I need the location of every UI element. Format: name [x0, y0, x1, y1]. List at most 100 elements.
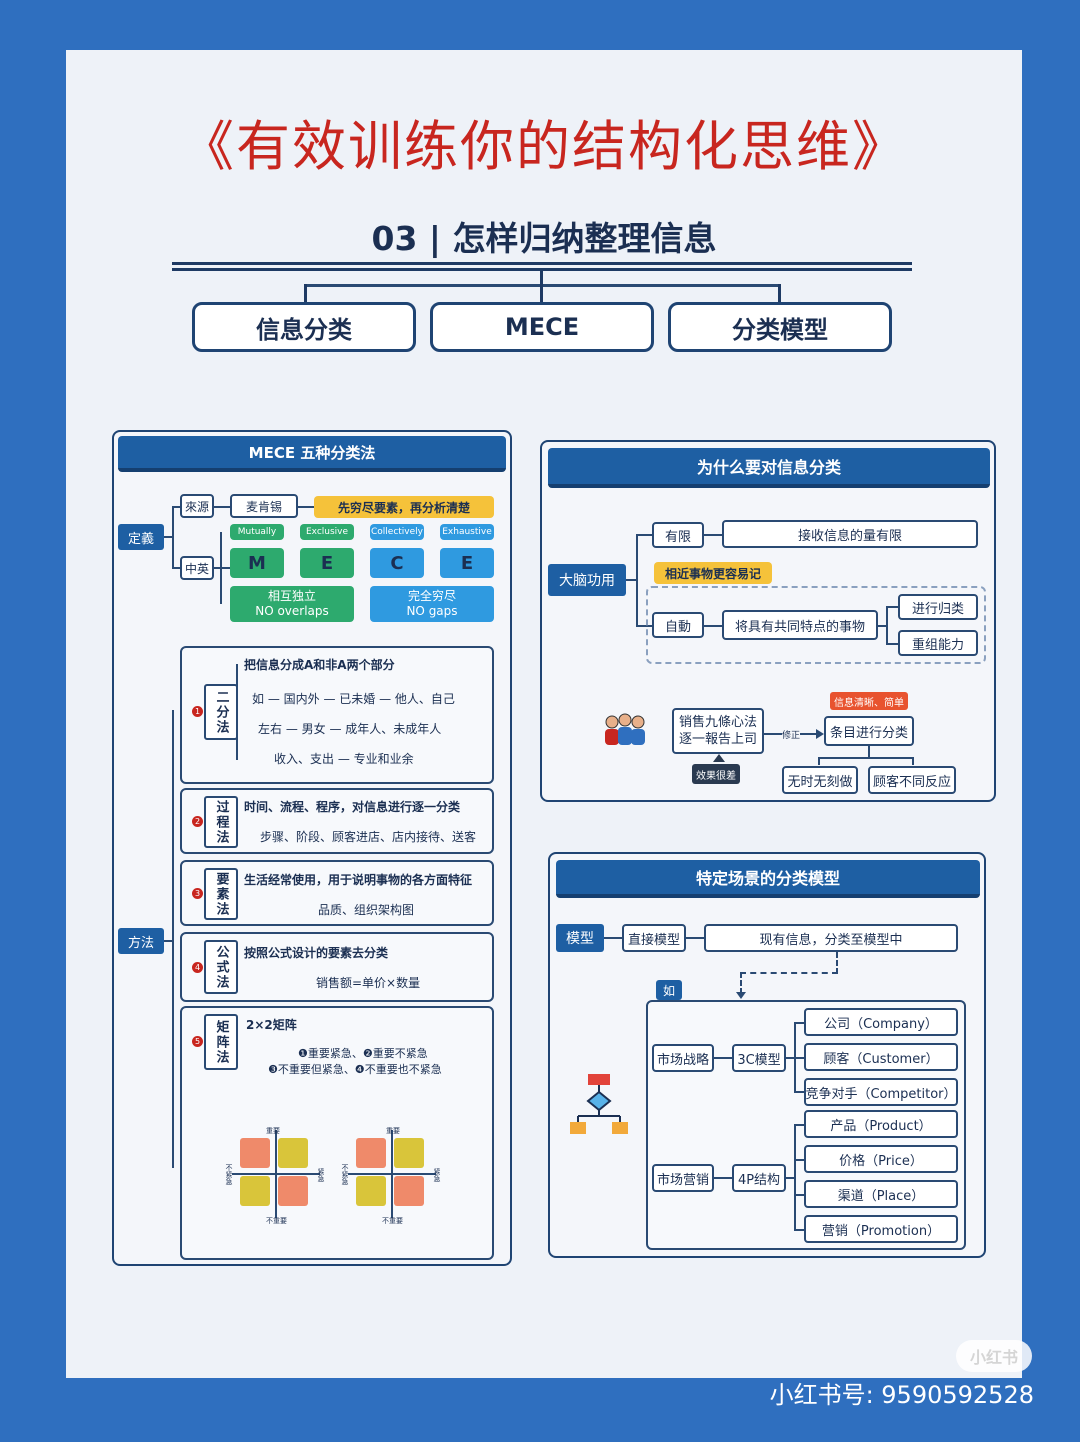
bad-result-1: 无时无刻做 — [782, 766, 858, 794]
bad-result-2: 顾客不同反应 — [868, 766, 956, 794]
method-3-number: 3 — [192, 888, 203, 899]
collectively-exhaustive-box: 完全穷尽 NO gaps — [370, 586, 494, 622]
limited-value: 接收信息的量有限 — [722, 520, 978, 548]
connector-trunk — [540, 270, 543, 286]
matrix-1-haxis — [232, 1173, 320, 1175]
effect-arrow-icon — [713, 754, 725, 762]
model-3c-label: 3C模型 — [732, 1044, 786, 1072]
brand-logo: 小红书 — [956, 1340, 1032, 1372]
method-1-example-1: 如 — 国内外 — 已未婚 — 他人、自己 — [252, 692, 455, 706]
word-collectively: Collectively — [370, 524, 424, 540]
connector — [636, 625, 652, 627]
connector — [604, 937, 622, 939]
connector-left — [304, 284, 307, 302]
connector — [794, 1022, 804, 1024]
method-1-number: 1 — [192, 706, 203, 717]
method-1-name-text: 二分法 — [213, 689, 229, 735]
word-exhaustive: Exhaustive — [440, 524, 494, 540]
effect-tag: 效果很差 — [692, 764, 740, 784]
method-2-name-text: 过程法 — [213, 799, 229, 845]
source-value: 麦肯锡 — [230, 494, 298, 518]
connector — [214, 567, 230, 569]
mutually-text: 相互独立 — [267, 589, 316, 603]
method-5-name: 矩阵法 — [204, 1014, 238, 1070]
case-box: 销售九條心法 逐一報告上司 — [672, 708, 764, 754]
item-classify-box: 条目进行分类 — [824, 716, 914, 746]
connector — [818, 757, 914, 759]
connector — [786, 1177, 796, 1179]
matrix-2-label-left: 不紧急 — [341, 1164, 349, 1185]
connector — [172, 710, 174, 1168]
topic-info-classification: 信息分类 — [192, 302, 416, 352]
connector — [886, 606, 898, 608]
matrix-2-cell-br — [394, 1176, 424, 1206]
method-3-example-1: 品质、组织架构图 — [318, 903, 415, 917]
method-3-desc: 生活经常使用，用于说明事物的各方面特征 — [244, 873, 473, 887]
method-5-name-text: 矩阵法 — [213, 1019, 229, 1065]
method-2-number: 2 — [192, 816, 203, 827]
clear-tag: 信息清晰、简单 — [830, 692, 908, 710]
connector — [172, 567, 180, 569]
market-strategy-label: 市场战略 — [652, 1044, 714, 1072]
auto-value: 将具有共同特点的事物 — [722, 610, 878, 640]
connector — [886, 606, 888, 644]
matrix-1-label-bottom: 不重要 — [266, 1217, 287, 1225]
chinese-label: 中英 — [180, 556, 214, 580]
connector — [164, 536, 174, 538]
letter-m: M — [230, 548, 284, 578]
method-4-name-text: 公式法 — [213, 944, 229, 990]
method-1-panel — [180, 646, 494, 784]
connector — [164, 940, 174, 942]
connector — [868, 746, 870, 758]
connector — [786, 1057, 796, 1059]
letter-c: C — [370, 548, 424, 578]
topic-mece: MECE — [430, 302, 654, 352]
source-label: 來源 — [180, 494, 214, 518]
matrix-1-cell-tl — [240, 1138, 270, 1168]
topic-classification-model: 分类模型 — [668, 302, 892, 352]
flowchart-icon — [568, 1072, 630, 1136]
method-4-desc: 按照公式设计的要素去分类 — [244, 946, 389, 960]
collect-sub: NO gaps — [406, 604, 458, 618]
method-2-name: 过程法 — [204, 796, 238, 848]
method-5-number: 5 — [192, 1036, 203, 1047]
example-tag: 如 — [656, 980, 682, 1000]
matrix-1-label-left: 不紧急 — [225, 1164, 233, 1185]
method-5-example-1: ❶重要紧急、❷重要不紧急 — [298, 1047, 428, 1060]
model-header: 特定场景的分类模型 — [556, 860, 980, 898]
connector — [878, 625, 888, 627]
4p-item-promotion: 营销（Promotion） — [804, 1215, 958, 1243]
auto-dashed-group — [646, 586, 986, 664]
dashed-connector-a — [740, 952, 838, 974]
connector — [794, 1229, 804, 1231]
source-note: 先穷尽要素，再分析清楚 — [314, 496, 494, 518]
connector — [794, 1159, 804, 1161]
4p-item-price: 价格（Price） — [804, 1145, 958, 1173]
arrow-right-icon — [816, 729, 824, 739]
4p-item-product: 产品（Product） — [804, 1110, 958, 1138]
3c-item-company: 公司（Company） — [804, 1008, 958, 1036]
3c-item-customer: 顾客（Customer） — [804, 1043, 958, 1071]
matrix-2-label-right: 紧急 — [433, 1168, 441, 1182]
connector — [220, 532, 222, 604]
connector — [794, 1091, 804, 1093]
direct-model-label: 直接模型 — [622, 924, 686, 952]
collect-text: 完全穷尽 — [407, 589, 456, 603]
people-icon — [600, 710, 650, 750]
arrow-down-icon — [736, 992, 746, 999]
method-5-desc: 2×2矩阵 — [246, 1018, 297, 1032]
4p-item-place: 渠道（Place） — [804, 1180, 958, 1208]
method-4-example-1: 销售额=单价×数量 — [316, 976, 421, 990]
connector — [214, 506, 230, 508]
limited-label: 有限 — [652, 522, 704, 548]
matrix-2-label-bottom: 不重要 — [382, 1217, 403, 1225]
mutually-exclusive-box: 相互独立 NO overlaps — [230, 586, 354, 622]
matrix-2-cell-tr — [394, 1138, 424, 1168]
connector — [886, 643, 898, 645]
brain-tag: 大脑功用 — [548, 564, 626, 596]
connector — [818, 757, 820, 765]
connector — [686, 937, 704, 939]
connector — [636, 534, 638, 626]
matrix-1-cell-bl — [240, 1176, 270, 1206]
page-title: 《有效训练你的结构化思维》 — [180, 115, 908, 178]
